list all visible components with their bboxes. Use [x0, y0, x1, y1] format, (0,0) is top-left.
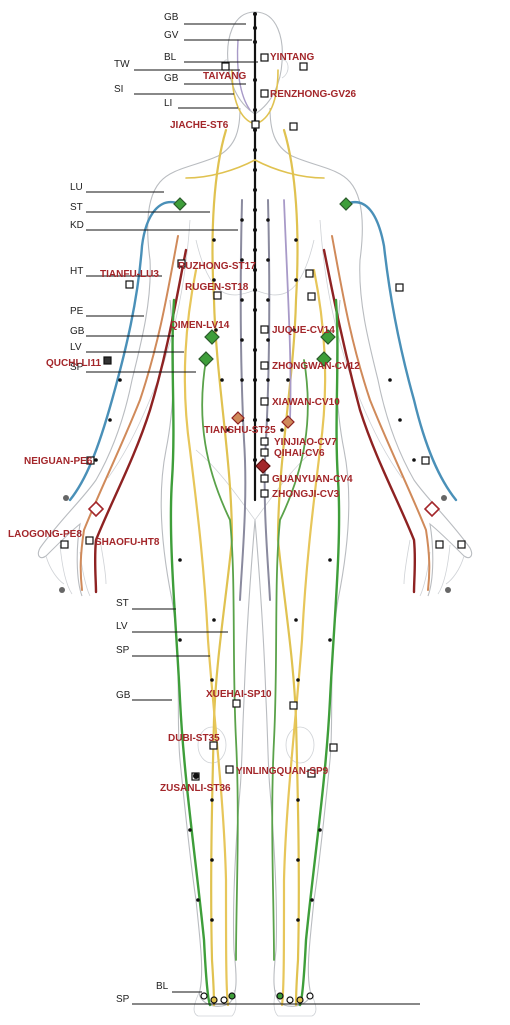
label-gb-torso: GB — [70, 326, 85, 337]
kidney-meridian-right — [263, 199, 271, 601]
liver-meridian-left — [201, 359, 239, 961]
gallbladder-meridian-left — [169, 298, 212, 1007]
point-laogong: LAOGONG-PE8 — [8, 529, 82, 540]
point-jujue: JUQUE-CV14 — [272, 325, 335, 336]
label-pe: PE — [70, 306, 84, 317]
spleen-meridian-right — [280, 268, 327, 1007]
point-jiache: JIACHE-ST6 — [170, 120, 229, 131]
point-dubi: DUBI-ST35 — [168, 733, 220, 744]
label-lv-torso: LV — [70, 342, 82, 353]
label-lv-leg: LV — [116, 621, 128, 632]
pericardium-meridian-left — [79, 235, 179, 591]
point-zhongwan: ZHONGWAN-CV12 — [272, 361, 360, 372]
label-sp-torso: SP — [70, 362, 84, 373]
label-st-leg: ST — [116, 598, 129, 609]
meridian-lines — [68, 12, 458, 1007]
point-zhongji: ZHONGJI-CV3 — [272, 489, 340, 500]
point-quchi: QUCHI-LI11 — [46, 358, 101, 369]
point-qihai: QIHAI-CV6 — [274, 448, 325, 459]
point-tianfu: TIANFU-LU3 — [100, 269, 159, 280]
point-neiguan: NEIGUAN-PE6 — [24, 456, 93, 467]
point-taiyang: TAIYANG — [203, 71, 247, 82]
label-gb-head-2: GB — [164, 73, 179, 84]
label-li: LI — [164, 98, 172, 109]
gallbladder-meridian-right — [298, 298, 341, 1007]
acupoint-labels: YINTANG TAIYANG RENZHONG-GV26 JIACHE-ST6… — [8, 52, 360, 794]
point-xuehai: XUEHAI-SP10 — [206, 689, 272, 700]
point-yinjiao: YINJIAO-CV7 — [274, 437, 337, 448]
point-renzhong: RENZHONG-GV26 — [270, 89, 357, 100]
liver-meridian-right — [271, 359, 309, 961]
label-sp-leg: SP — [116, 645, 130, 656]
label-sp-foot: SP — [116, 994, 130, 1005]
pericardium-meridian-right — [331, 235, 431, 591]
toe-markers — [200, 992, 314, 1004]
point-yintang: YINTANG — [270, 52, 314, 63]
purple-meridian — [283, 199, 292, 421]
point-xiawan: XIAWAN-CV10 — [272, 397, 340, 408]
label-gb-leg: GB — [116, 690, 131, 701]
point-shaofu: SHAOFU-HT8 — [95, 537, 160, 548]
point-ruzhong: RUZHONG-ST17 — [178, 261, 256, 272]
leader-lines — [86, 23, 420, 1005]
spleen-meridian-left — [183, 268, 230, 1007]
stomach-meridian-right — [276, 128, 300, 1007]
point-guanyuan: GUANYUAN-CV4 — [272, 474, 353, 485]
point-markers — [60, 53, 466, 781]
label-gv: GV — [164, 30, 179, 41]
clavicle-left — [185, 159, 256, 179]
lung-meridian-right — [344, 201, 458, 502]
point-yinlingquan: YINLINGQUAN-SP9 — [236, 766, 329, 777]
label-st-torso: ST — [70, 202, 83, 213]
label-lu: LU — [70, 182, 83, 193]
point-qimen: QIMEN-LV14 — [170, 320, 230, 331]
body-outline — [37, 11, 473, 1017]
point-zusanli: ZUSANLI-ST36 — [160, 783, 231, 794]
stomach-meridian-left — [210, 128, 234, 1007]
label-ht: HT — [70, 266, 83, 277]
label-bl-foot: BL — [156, 981, 169, 992]
meridian-labels: GB GV BL TW GB SI LI LU ST KD HT PE GB L… — [70, 12, 179, 1005]
label-kd: KD — [70, 220, 84, 231]
point-tianshu: TIANSHU-ST25 — [204, 425, 276, 436]
kidney-meridian-left — [239, 199, 247, 601]
point-rugen: RUGEN-ST18 — [185, 282, 249, 293]
label-tw: TW — [114, 59, 130, 70]
acupoint-dots — [59, 12, 451, 922]
clavicle-right — [254, 159, 325, 179]
label-gb-head: GB — [164, 12, 179, 23]
label-si: SI — [114, 84, 123, 95]
label-bl-head: BL — [164, 52, 177, 63]
